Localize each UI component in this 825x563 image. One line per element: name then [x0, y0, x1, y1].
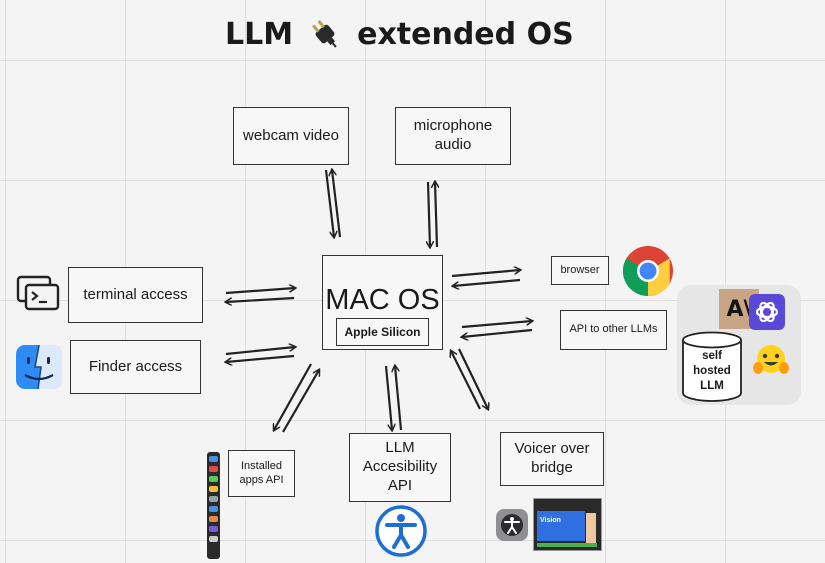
- finder-access-node[interactable]: Finder access: [70, 340, 201, 394]
- openai-logo: [749, 294, 785, 330]
- terminal-access-node[interactable]: terminal access: [68, 267, 203, 323]
- arrow-voicer-up: [451, 351, 481, 410]
- accessibility-icon: [375, 505, 427, 557]
- voiceover-icon: [496, 509, 528, 541]
- arrow-api-right: [461, 321, 532, 329]
- finder-access-label: Finder access: [88, 357, 183, 375]
- terminal-access-label: terminal access: [83, 285, 188, 303]
- api-other-llms-node[interactable]: API to other LLMs: [560, 310, 667, 350]
- arrow-mic-down: [428, 181, 430, 247]
- arrow-browser-left: [453, 278, 521, 286]
- arrow-mic-up: [435, 182, 437, 248]
- browser-label: browser: [560, 263, 600, 276]
- anthropic-logo-text: A\: [726, 296, 752, 322]
- arrow-webcam-up: [332, 170, 342, 238]
- llm-accessibility-node[interactable]: LLM Accesibility API: [349, 433, 451, 502]
- diagram-title: LLM extended OS: [225, 12, 574, 56]
- installed-apps-node[interactable]: Installed apps API: [228, 450, 295, 497]
- arrow-voicer-down: [458, 348, 488, 409]
- mac-os-title: MAC OS: [325, 284, 440, 316]
- chrome-icon: [622, 246, 673, 297]
- self-hosted-llm-label: self hosted LLM: [693, 350, 731, 392]
- llm-accessibility-label: LLM Accesibility API: [362, 439, 438, 494]
- mac-os-node[interactable]: MAC OS Apple Silicon: [322, 255, 443, 350]
- webcam-video-label: webcam video: [243, 126, 339, 144]
- arrow-terminal-left: [226, 296, 295, 302]
- webcam-video-node[interactable]: webcam video: [233, 107, 349, 165]
- dock-strip: [207, 452, 220, 559]
- finder-icon: [16, 344, 62, 390]
- voicer-bridge-label: Voicer over bridge: [514, 440, 590, 476]
- microphone-audio-node[interactable]: microphone audio: [395, 107, 511, 165]
- installed-apps-label: Installed apps API: [239, 459, 284, 486]
- arrow-access-up: [395, 366, 403, 431]
- self-hosted-llm-icon: [682, 331, 742, 402]
- microphone-audio-label: microphone audio: [413, 117, 493, 153]
- arrow-finder-right: [225, 347, 295, 356]
- title-right: extended OS: [357, 16, 574, 52]
- terminal-icon: [16, 275, 60, 311]
- vision-thumbnail: Vision: [533, 498, 602, 551]
- arrow-browser-right: [451, 270, 520, 278]
- arrow-terminal-right: [225, 288, 295, 295]
- apple-silicon-chip: Apple Silicon: [336, 318, 429, 346]
- arrow-access-down: [384, 365, 392, 430]
- vision-thumbnail-label: Vision: [540, 517, 561, 524]
- browser-node[interactable]: browser: [551, 256, 609, 285]
- api-other-llms-label: API to other LLMs: [569, 323, 658, 336]
- arrow-webcam-down: [324, 169, 334, 237]
- plug-icon: [312, 20, 337, 48]
- voicer-bridge-node[interactable]: Voicer over bridge: [500, 432, 604, 486]
- title-left: LLM: [225, 16, 294, 52]
- arrow-installed-down: [274, 363, 312, 430]
- arrow-api-left: [462, 328, 533, 337]
- huggingface-icon: [753, 345, 789, 374]
- arrow-installed-up: [282, 370, 319, 433]
- llm-providers-panel: A\ self hosted LLM: [677, 285, 801, 405]
- arrow-finder-left: [226, 354, 295, 362]
